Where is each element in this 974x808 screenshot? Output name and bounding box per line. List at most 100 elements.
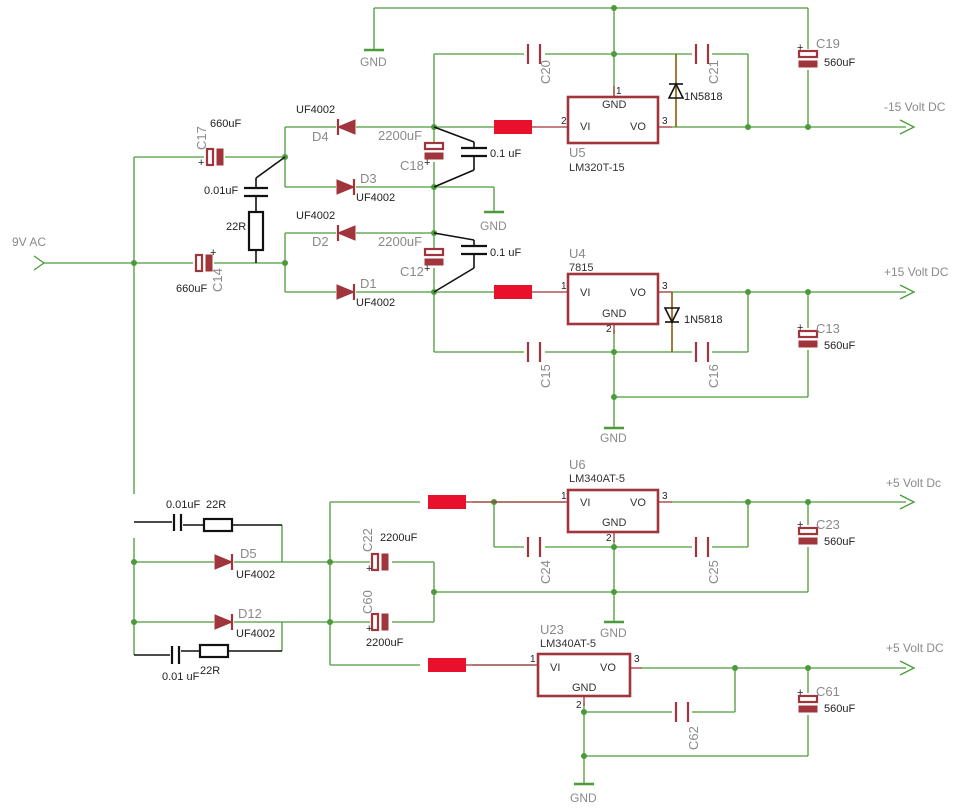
diode-d5	[214, 554, 234, 570]
u6-ref: U6	[569, 457, 586, 472]
u6-pin-vo: VO	[630, 497, 646, 509]
schottky-lower-label: 1N5818	[684, 314, 723, 326]
plus-c23: +	[797, 519, 803, 531]
c22-value: 2200uF	[380, 532, 418, 544]
c60-ref: C60	[360, 590, 375, 614]
u6-part: LM340AT-5	[569, 473, 625, 485]
c21-ref: C21	[706, 60, 721, 84]
u23-pin-2: 2	[576, 700, 582, 711]
snubber-upper-res-label: 22R	[226, 221, 246, 233]
c14-ref: C14	[210, 268, 225, 292]
u5-pin-3: 3	[662, 116, 668, 127]
u23-pin-gnd: GND	[572, 682, 597, 694]
gnd-label-top: GND	[360, 55, 387, 69]
c15-ref: C15	[538, 364, 553, 388]
plus-c12: +	[424, 263, 430, 275]
plus-c60: +	[366, 623, 372, 635]
snubber-upper-cap-label: 0.01uF	[204, 185, 239, 197]
u23-part: LM340AT-5	[540, 638, 596, 650]
d2-part: UF4002	[296, 210, 335, 222]
d3-ref: D3	[360, 171, 377, 186]
net-arrows	[33, 119, 916, 676]
snubber-d12-cap-label: 0.01 uF	[162, 671, 200, 683]
c24-ref: C24	[538, 560, 553, 584]
diode-d1	[336, 284, 356, 300]
wires	[44, 7, 906, 784]
net-label-out-5a: +5 Volt Dc	[886, 476, 941, 490]
c23-value: 560uF	[824, 536, 855, 548]
u23-pin-3: 3	[634, 654, 640, 665]
u4-pin-vo: VO	[630, 287, 646, 299]
u6-pin-2: 2	[606, 533, 612, 544]
schottky-diode-upper	[667, 54, 685, 127]
decoupler-c18-label: 0.1 uF	[490, 148, 521, 160]
c18-value: 2200uF	[378, 128, 422, 143]
added-snubber-upper	[244, 156, 286, 263]
c62-ref: C62	[686, 726, 701, 750]
d2-ref: D2	[312, 234, 329, 249]
u5-pin-vi: VI	[580, 121, 590, 133]
u6-pin-gnd: GND	[602, 517, 627, 529]
d1-ref: D1	[360, 276, 377, 291]
c17-ref: C17	[194, 126, 209, 150]
plus-c61: +	[797, 687, 803, 699]
regulator-u6	[566, 488, 672, 542]
d5-part: UF4002	[236, 569, 275, 581]
d12-part: UF4002	[236, 628, 275, 640]
net-label-out-5b: +5 Volt DC	[886, 641, 944, 655]
u5-pin-2: 2	[561, 116, 567, 127]
regulator-u23	[536, 652, 642, 706]
u23-pin-1: 1	[530, 654, 536, 665]
u5-pin-1: 1	[616, 86, 622, 97]
u4-pin-vi: VI	[580, 287, 590, 299]
u4-ref: U4	[569, 246, 586, 261]
d1-part: UF4002	[356, 297, 395, 309]
regulator-u4	[566, 272, 672, 334]
c13-value: 560uF	[824, 340, 855, 352]
added-decoupler-c18	[433, 126, 487, 188]
jumper-blocks	[428, 120, 568, 672]
ground-symbols	[364, 48, 624, 786]
u5-part: LM320T-15	[569, 162, 625, 174]
added-snubber-d5	[134, 514, 282, 533]
c13-ref: C13	[816, 321, 840, 336]
c20-ref: C20	[538, 60, 553, 84]
d3-part: UF4002	[356, 192, 395, 204]
net-label-out-neg15: -15 Volt DC	[884, 100, 946, 114]
decoupler-c12-label: 0.1 uF	[490, 247, 521, 259]
c12-ref: C12	[400, 264, 424, 279]
u4-pin-2: 2	[606, 324, 612, 335]
snubber-d5-res-label: 22R	[206, 499, 226, 511]
gnd-label-u23: GND	[570, 791, 597, 805]
snubber-d5-cap-label: 0.01uF	[166, 499, 201, 511]
u23-pin-vo: VO	[600, 662, 616, 674]
u4-pin-1: 1	[561, 281, 567, 292]
diode-d3	[336, 179, 356, 195]
c17-value: 660uF	[210, 118, 241, 130]
u4-pin-gnd: GND	[602, 308, 627, 320]
c25-ref: C25	[706, 560, 721, 584]
c19-value: 560uF	[824, 57, 855, 69]
c23-ref: C23	[816, 517, 840, 532]
u23-ref: U23	[540, 622, 564, 637]
u4-part: 7815	[569, 262, 593, 274]
added-decoupler-c12	[433, 232, 487, 293]
c61-value: 560uF	[824, 703, 855, 715]
c14-value: 660uF	[176, 283, 207, 295]
capacitors-nonpolar	[526, 44, 710, 722]
net-label-input: 9V AC	[12, 235, 46, 249]
plus-c17: +	[198, 157, 204, 169]
c18-ref: C18	[400, 158, 424, 173]
c19-ref: C19	[816, 36, 840, 51]
c60-value: 2200uF	[366, 637, 404, 649]
u6-pin-1: 1	[561, 491, 567, 502]
schottky-diode-lower	[663, 292, 681, 352]
u5-pin-vo: VO	[630, 121, 646, 133]
u6-pin-3: 3	[662, 491, 668, 502]
capacitors-polarized	[194, 49, 819, 713]
plus-c13: +	[797, 322, 803, 334]
c61-ref: C61	[816, 684, 840, 699]
d5-ref: D5	[240, 546, 257, 561]
gnd-label-u4: GND	[600, 431, 627, 445]
